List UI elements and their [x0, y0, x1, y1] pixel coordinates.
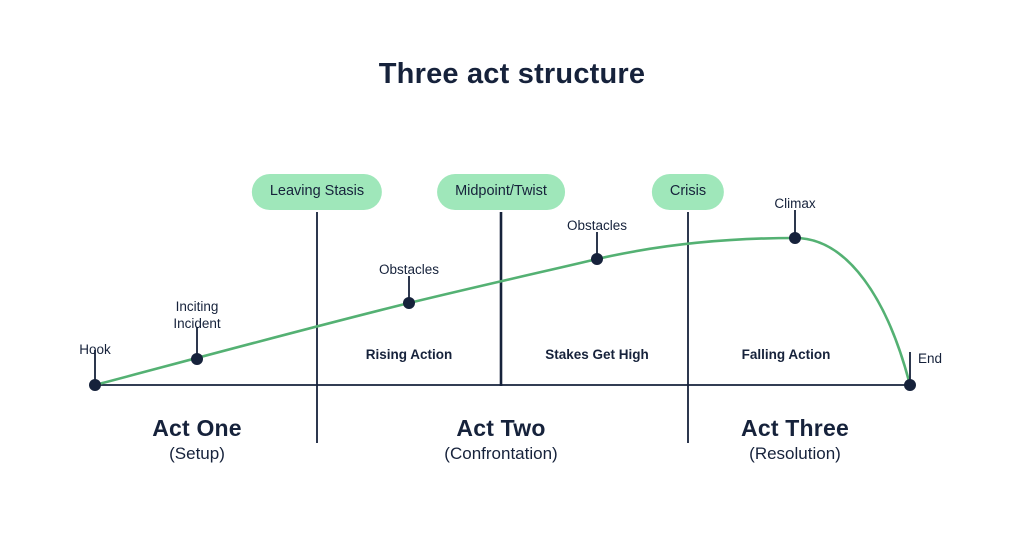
phase-label-falling-action: Falling Action — [741, 347, 831, 362]
label-obstacles-1: Obstacles — [378, 262, 440, 277]
point-obstacles-2 — [591, 253, 603, 265]
act-one-subtitle: (Setup) — [169, 444, 225, 464]
act-three-subtitle: (Resolution) — [749, 444, 841, 464]
pill-leaving-stasis[interactable]: Leaving Stasis — [251, 174, 383, 210]
label-hook: Hook — [79, 342, 111, 357]
label-inciting-incident: Inciting Incident — [173, 298, 220, 333]
point-climax — [789, 232, 801, 244]
label-climax: Climax — [774, 196, 816, 211]
page-title: Three act structure — [378, 58, 646, 90]
act-three: Act Three (Resolution) — [741, 415, 849, 466]
phase-label-rising-action: Rising Action — [365, 347, 453, 362]
label-inciting-incident-line2: Incident — [173, 316, 221, 332]
label-inciting-incident-line1: Inciting — [175, 299, 219, 314]
act-one-name: Act One — [152, 415, 242, 441]
act-two-subtitle: (Confrontation) — [444, 444, 558, 464]
act-three-name: Act Three — [741, 415, 849, 441]
act-one: Act One (Setup) — [152, 415, 242, 466]
act-two-name: Act Two — [456, 415, 546, 441]
label-end: End — [918, 351, 943, 366]
phase-label-stakes-get-high: Stakes Get High — [545, 347, 649, 362]
pill-midpoint-twist[interactable]: Midpoint/Twist — [437, 174, 565, 210]
point-inciting-incident — [191, 353, 203, 365]
point-end — [904, 379, 916, 391]
point-obstacles-1 — [403, 297, 415, 309]
pill-crisis[interactable]: Crisis — [651, 174, 725, 210]
label-obstacles-2: Obstacles — [566, 218, 628, 233]
point-hook — [89, 379, 101, 391]
act-two: Act Two (Confrontation) — [444, 415, 557, 466]
